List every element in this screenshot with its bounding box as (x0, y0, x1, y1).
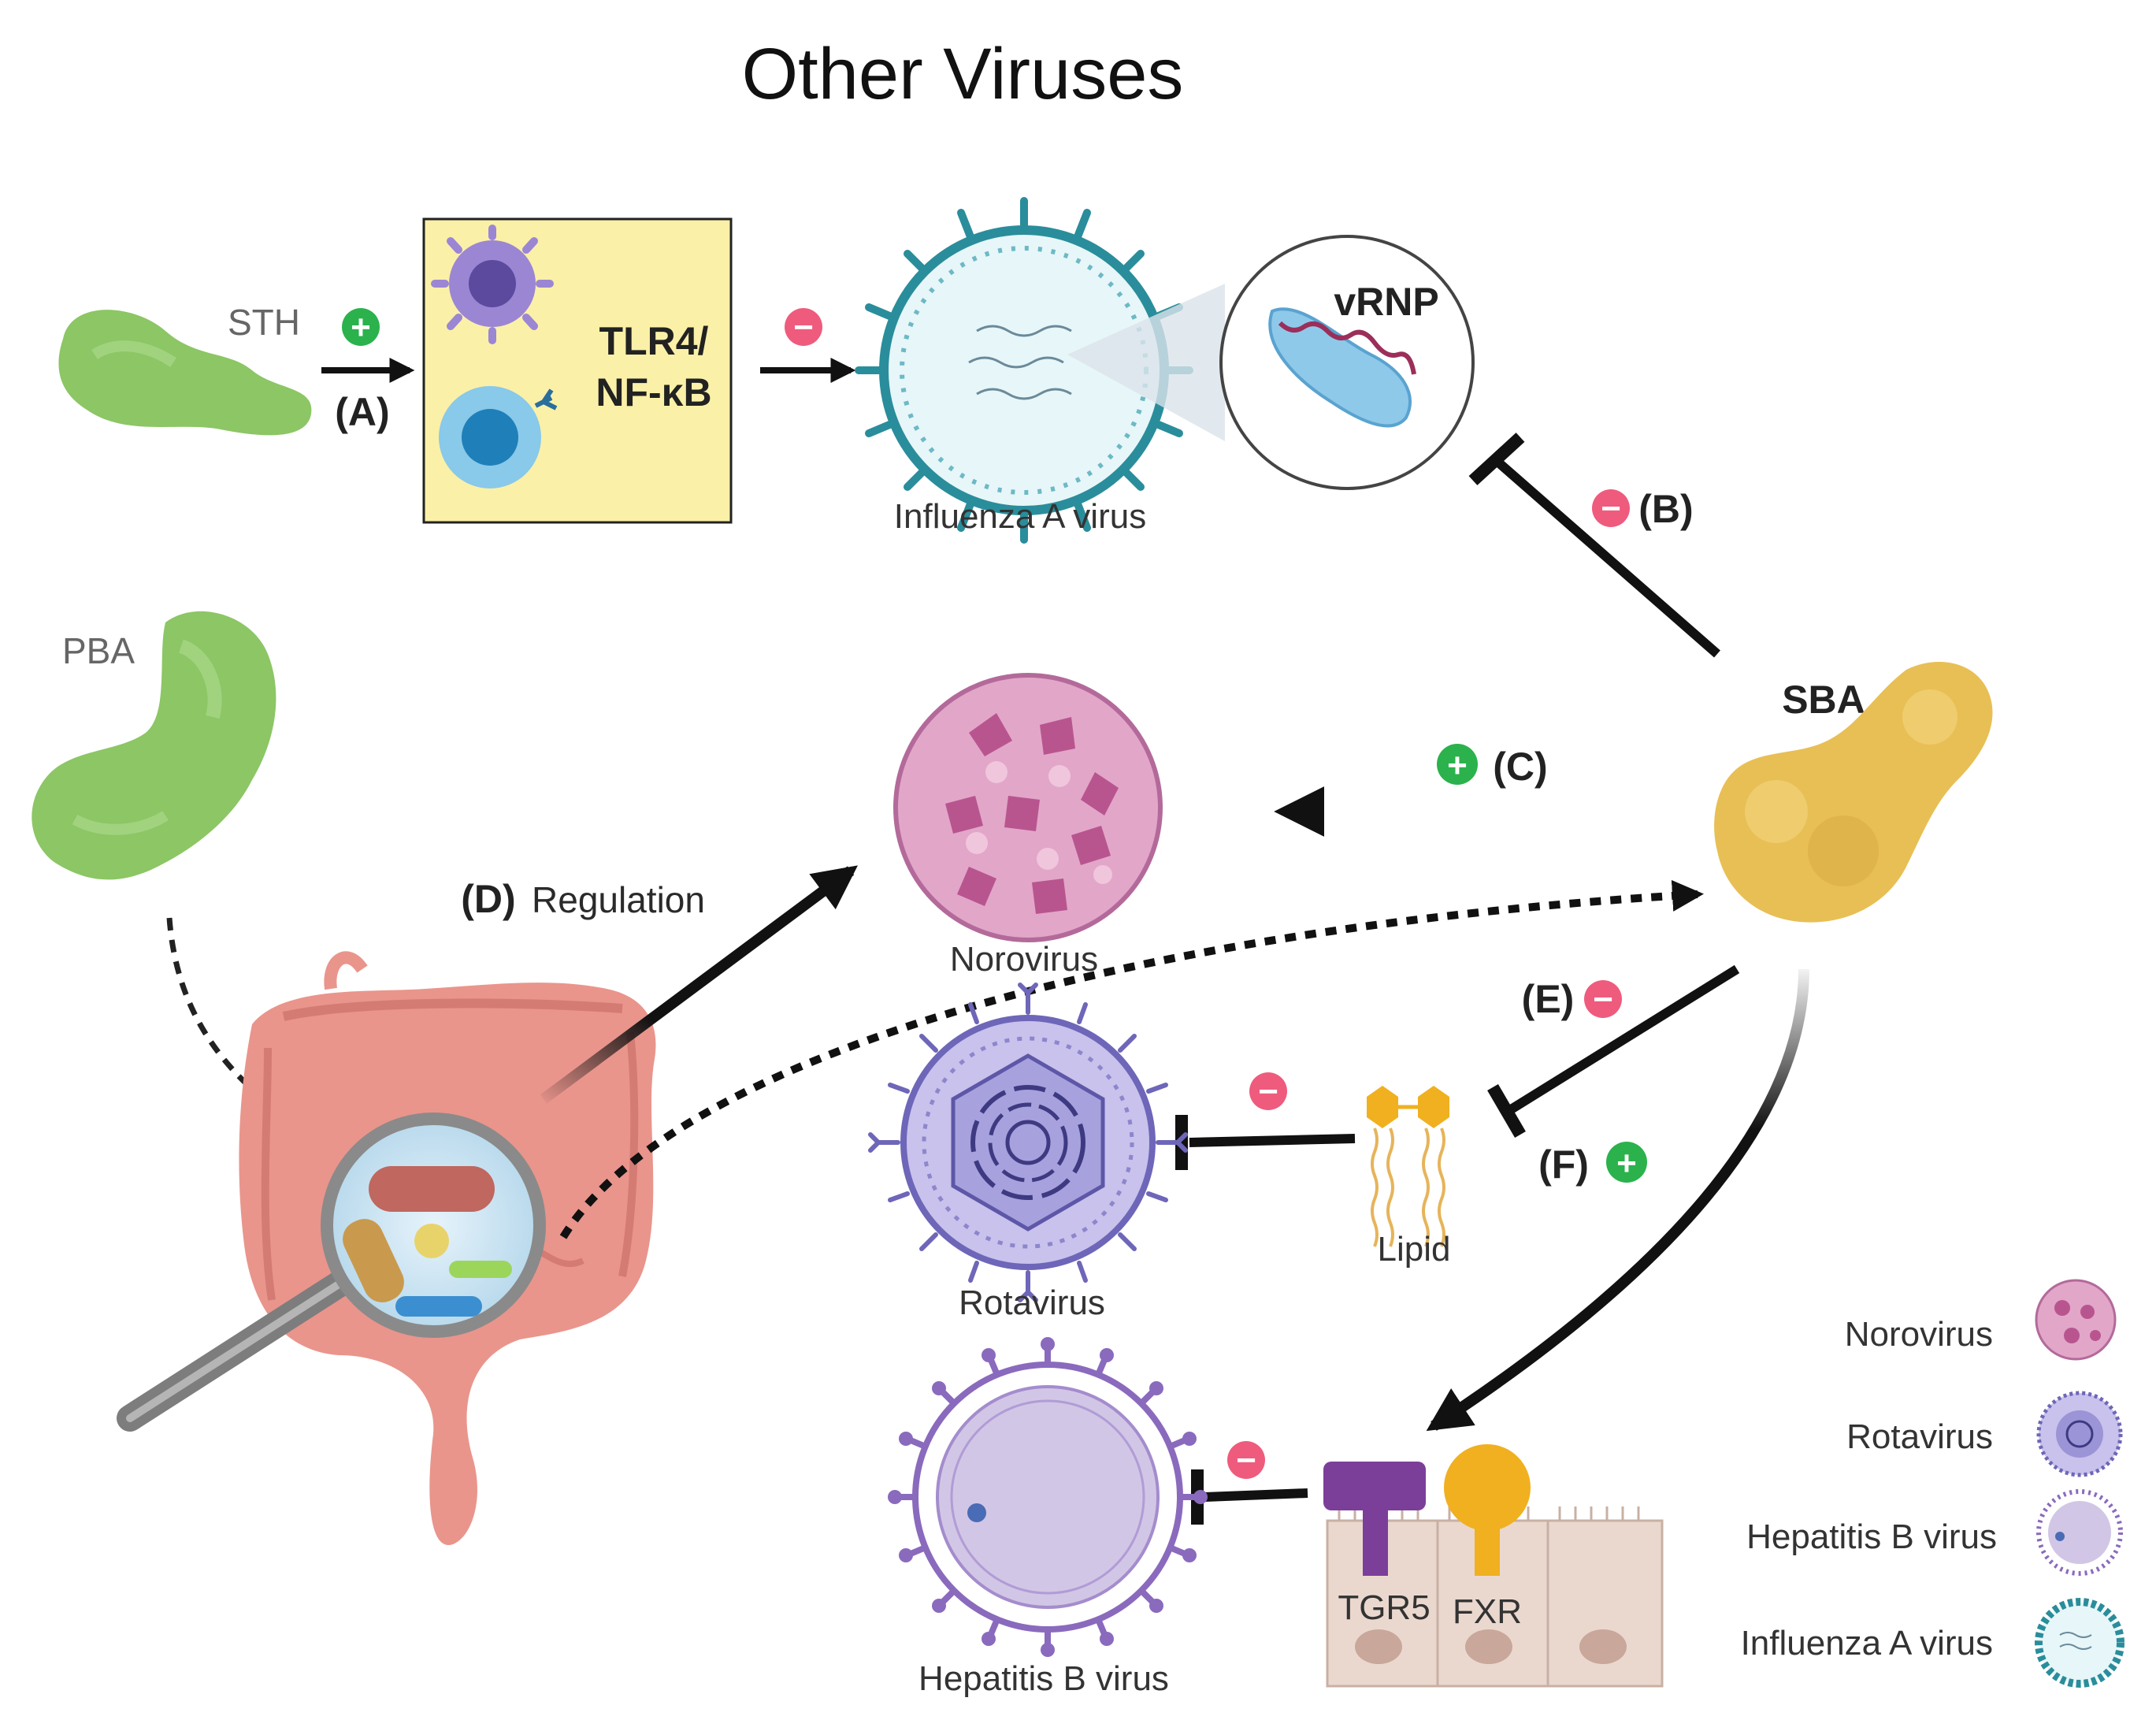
minus-sign-e: − (1584, 980, 1622, 1019)
hepatitis-b-virus-icon (888, 1337, 1208, 1657)
plus-sign-c: + (1437, 744, 1478, 785)
annotation-c: (C) (1493, 745, 1547, 789)
legend: Norovirus Rotavirus Hepatitis B virus In… (1741, 1279, 2124, 1688)
svg-text:−: − (1258, 1072, 1278, 1111)
annotation-b: (B) (1638, 487, 1693, 531)
annotation-d: (D) (461, 877, 515, 921)
sth-bacterium-icon (58, 310, 312, 436)
annotation-e: (E) (1522, 977, 1575, 1021)
influenza-virus-icon (855, 197, 1193, 544)
rotavirus-label: Rotavirus (959, 1283, 1105, 1322)
lipid-icon (1367, 1086, 1449, 1247)
minus-sign-rotavirus: − (1249, 1072, 1287, 1111)
svg-text:−: − (793, 308, 814, 347)
regulation-label: Regulation (532, 879, 705, 920)
svg-text:+: + (351, 308, 371, 347)
legend-influenza-icon (2035, 1598, 2124, 1688)
vrnp-label: vRNP (1334, 280, 1438, 324)
tlr4-label-line2: NF-κB (596, 370, 711, 414)
sth-label: STH (228, 302, 300, 343)
inhibit-rotavirus (1175, 1115, 1356, 1170)
legend-label-hepatitis-b: Hepatitis B virus (1746, 1518, 1997, 1556)
vrnp-icon (1268, 307, 1416, 428)
annotation-a: (A) (335, 390, 389, 434)
svg-text:−: − (1236, 1441, 1256, 1480)
legend-norovirus-icon (2035, 1279, 2117, 1361)
legend-label-influenza: Influenza A virus (1741, 1624, 1993, 1662)
vrnp-inset: vRNP (1219, 235, 1475, 490)
rotavirus-icon (868, 983, 1188, 1302)
plus-sign-f: + (1606, 1142, 1647, 1183)
svg-text:−: − (1593, 980, 1613, 1019)
sba-label: SBA (1782, 678, 1865, 722)
gut-to-sba-dotted-arrow (559, 879, 1704, 1239)
norovirus-icon (893, 673, 1163, 942)
svg-text:−: − (1601, 489, 1621, 528)
minus-sign-influenza: − (785, 308, 822, 347)
diagram-title: Other Viruses (742, 34, 1184, 114)
pba-label: PBA (62, 630, 135, 671)
pba-bacterium-icon (32, 611, 276, 880)
minus-sign-hbv: − (1227, 1441, 1265, 1480)
zoom-cone (1067, 284, 1225, 441)
legend-rotavirus-icon (2036, 1391, 2123, 1477)
svg-text:+: + (1447, 746, 1468, 785)
arrow-d (540, 865, 858, 1104)
macrophage-icon (431, 225, 554, 344)
hepatitis-b-label: Hepatitis B virus (918, 1659, 1169, 1698)
lipid-label: Lipid (1378, 1230, 1451, 1269)
norovirus-label: Norovirus (950, 940, 1098, 979)
influenza-label: Influenza A virus (894, 497, 1146, 536)
tgr5-receptor-icon (1323, 1462, 1426, 1576)
tgr5-label: TGR5 (1338, 1588, 1430, 1627)
fxr-receptor-icon (1444, 1444, 1531, 1576)
tlr4-panel: TLR4/ NF-κB (422, 217, 733, 524)
plus-sign-a: + (342, 308, 380, 347)
minus-sign-b: − (1592, 489, 1630, 528)
legend-label-rotavirus: Rotavirus (1846, 1417, 1993, 1456)
svg-text:+: + (1616, 1144, 1637, 1183)
legend-label-norovirus: Norovirus (1845, 1315, 1993, 1354)
arrow-f (1426, 968, 1809, 1432)
inhibit-b (1468, 433, 1720, 658)
b-cell-icon (439, 386, 558, 489)
sba-molecule-icon (1714, 662, 1993, 923)
inhibit-e (1487, 964, 1740, 1139)
magnifier-icon (117, 1113, 546, 1432)
fxr-label: FXR (1453, 1592, 1522, 1631)
tlr4-label-line1: TLR4/ (599, 319, 709, 363)
legend-hepatitis-b-icon (2036, 1489, 2123, 1576)
annotation-f: (F) (1538, 1142, 1589, 1187)
